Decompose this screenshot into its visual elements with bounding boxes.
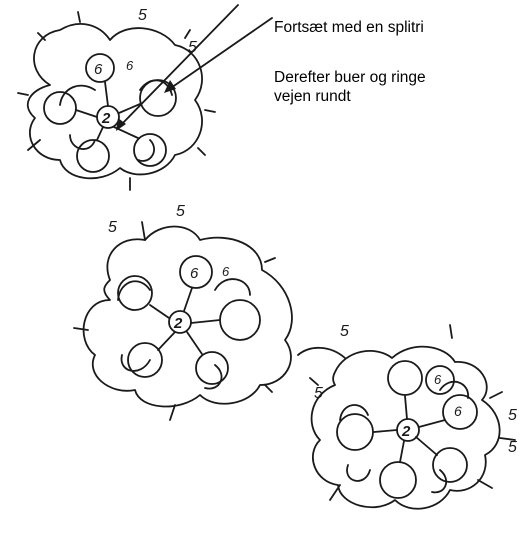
annotation-split-ring: Fortsæt med en splitri [274,18,424,37]
motif-1-center-label: 2 [101,110,111,127]
motif-1 [18,12,215,190]
motif-1-ring-bottom-right [134,134,166,166]
motif-1-ring-small-label: 6 [126,58,134,73]
motif-3 [310,325,515,509]
pointer-line-2 [168,18,272,90]
join-arc [298,348,345,358]
motif-2-outline [84,227,292,407]
motif-2-ring-label: 6 [190,265,199,282]
motif-2-arc-label-b: 5 [176,203,185,220]
pointer-line-1 [118,5,238,128]
motif-1-picots [18,12,215,190]
motif-1-ring-left [44,92,76,124]
motif-3-arc-label-right-b: 5 [508,439,517,456]
annotation-arcs-rings-cont: vejen rundt [274,87,351,106]
motif-3-ring-top [388,361,422,395]
motif-2-arc-label-a: 5 [108,219,117,236]
motif-3-arc-label-right-a: 5 [508,407,517,424]
arrowhead-1 [116,118,126,131]
motif-1-inner-arcs [60,80,172,161]
motif-2 [74,222,292,420]
motif-1-ring-label: 6 [94,61,103,78]
motif-3-ring-label-b: 6 [454,403,462,419]
annotation-arcs-rings: Derefter buer og ringe [274,68,426,87]
motif-3-ring-bottom [380,462,416,498]
motif-2-ring-small-label: 6 [222,264,230,279]
motif-3-center-label: 2 [401,423,411,440]
motif-3-ring-label-a: 6 [434,372,442,387]
motif-2-ring-bottom-left [128,343,162,377]
motif-1-arc-label-a: 5 [138,7,147,24]
motif-3-ring-left [337,414,373,450]
motif-1-arc-label-b: 5 [188,39,197,56]
motif-3-arc-label-left: 5 [314,385,323,402]
motif-2-center-label: 2 [173,315,183,332]
motif-2-ring-bottom-right [196,352,228,384]
motif-3-ring-bottom-right [433,448,467,482]
motif-2-connectors [150,288,220,354]
motif-2-ring-right [220,300,260,340]
motif-2-inner-arcs [118,279,250,389]
motif-3-arc-label-join: 5 [340,323,349,340]
